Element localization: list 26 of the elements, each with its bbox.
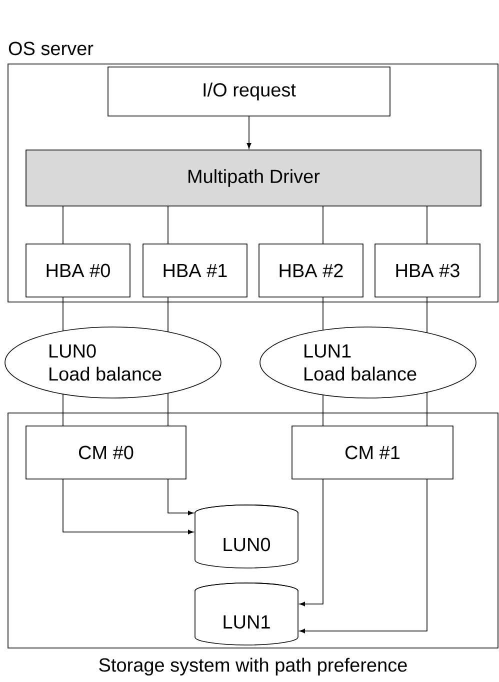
connector-line xyxy=(426,392,428,426)
connector-line xyxy=(62,296,64,332)
connector-line xyxy=(62,206,64,244)
connector-line xyxy=(168,478,194,516)
disk-cylinder: LUN0 xyxy=(194,504,298,568)
connector-line xyxy=(299,478,428,634)
connector-line xyxy=(62,478,194,534)
driver-box: Multipath Driver xyxy=(26,150,482,206)
node-label: Storage system with path preference xyxy=(99,658,407,676)
connector-line xyxy=(246,116,252,149)
connector-line xyxy=(299,478,324,606)
connector-line xyxy=(322,394,324,426)
node-label: OS server xyxy=(8,42,94,56)
connector-line xyxy=(322,296,324,331)
process-box: CM #0 xyxy=(26,426,186,480)
connector-line xyxy=(322,206,324,244)
process-box: HBA #3 xyxy=(374,244,480,298)
connector-line xyxy=(426,206,428,244)
disk-cylinder: LUN1 xyxy=(194,582,298,646)
connector-line xyxy=(426,296,428,334)
process-box: HBA #2 xyxy=(258,244,364,298)
process-box: HBA #1 xyxy=(142,244,248,298)
process-box: CM #1 xyxy=(292,426,454,480)
process-box: HBA #0 xyxy=(26,244,130,298)
process-box: I/O request xyxy=(108,66,390,116)
connector-line xyxy=(62,394,64,426)
